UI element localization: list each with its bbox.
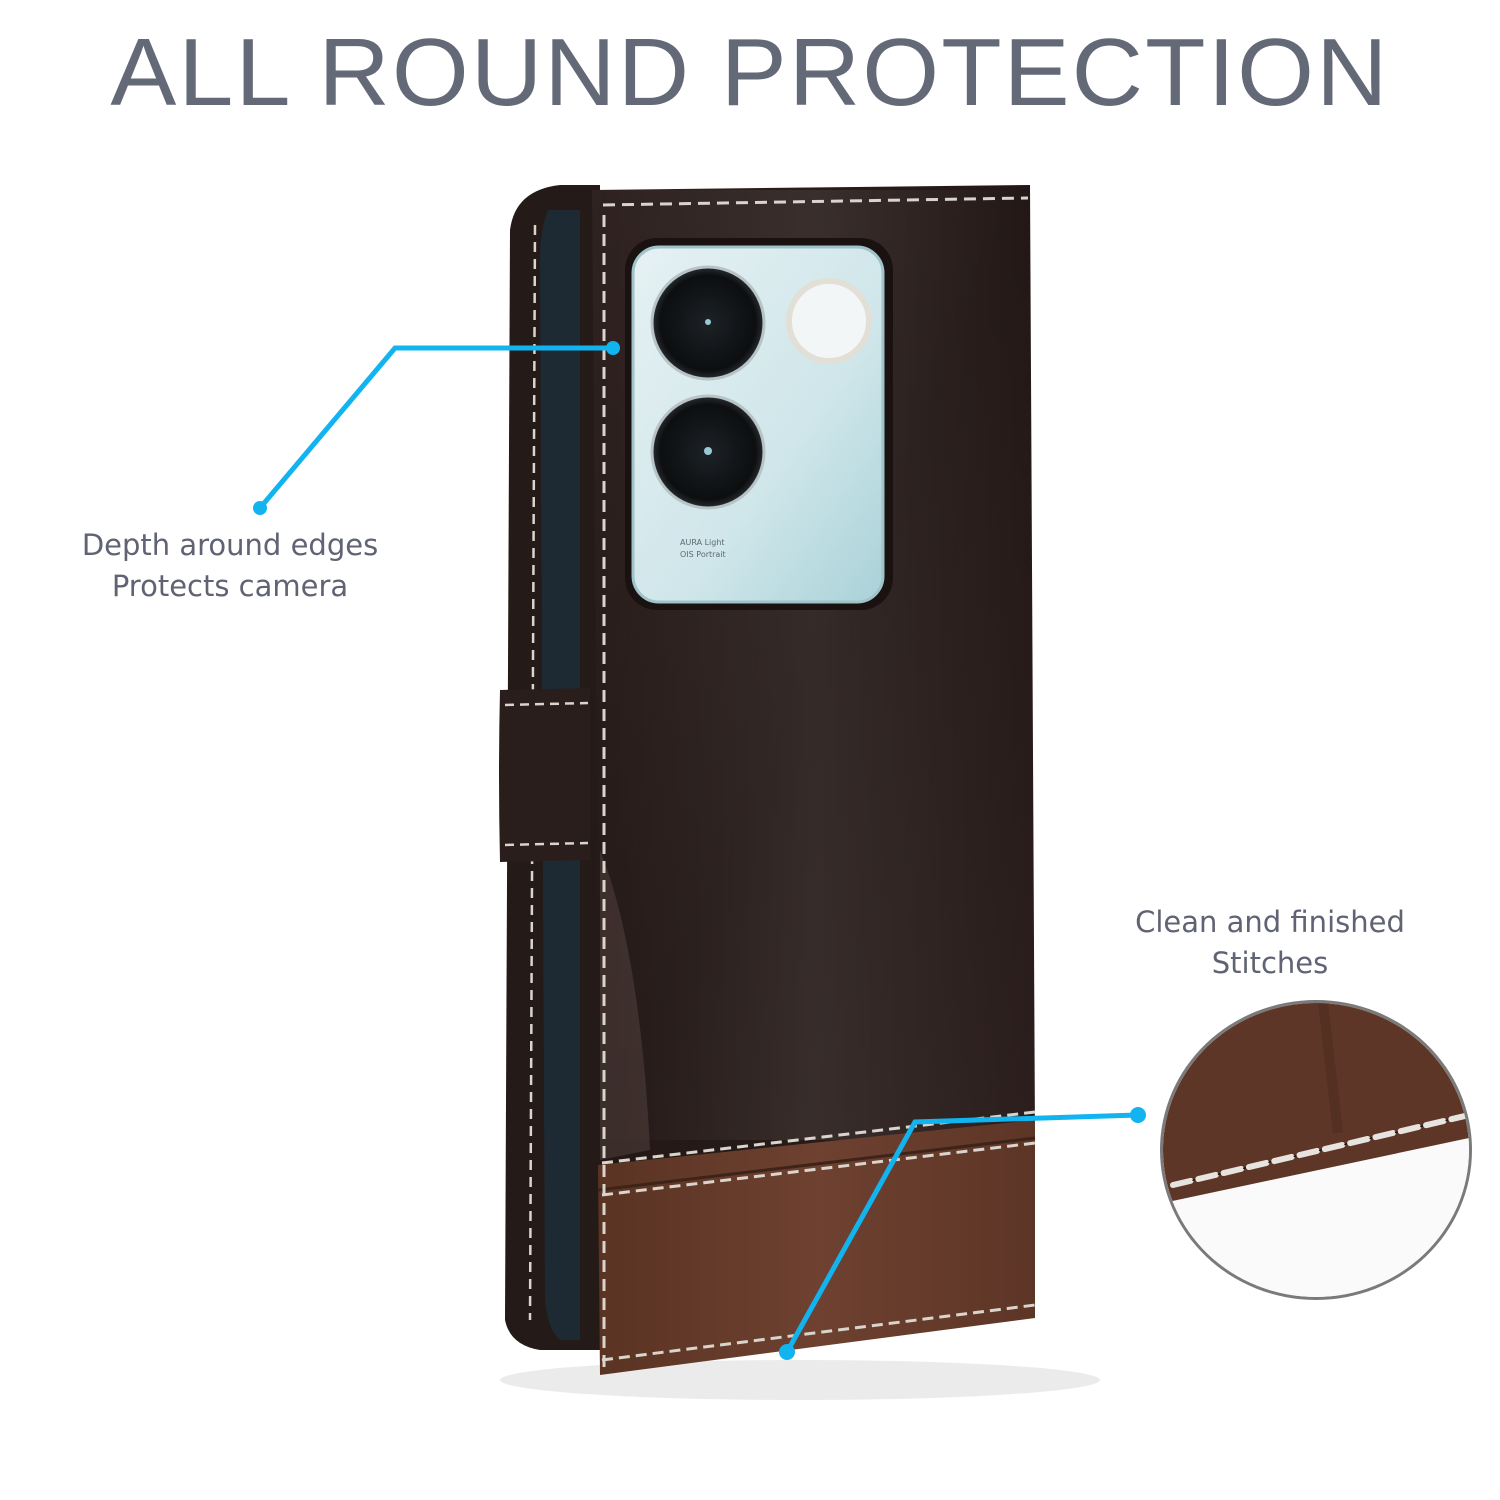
callout-edges-line-2: Protects camera <box>111 569 349 603</box>
callout-edges-label: Depth around edges Protects camera <box>40 525 420 607</box>
stitch-closeup-image <box>1163 1003 1469 1297</box>
callout-stitches-line-2: Stitches <box>1211 946 1329 980</box>
callout-stitches-label: Clean and finished Stitches <box>1100 902 1440 984</box>
camera-text-line-2: OIS Portrait <box>680 550 726 559</box>
callout-stitches-line-1: Clean and finished <box>1135 905 1405 939</box>
stitch-zoom-inset <box>1160 1000 1472 1300</box>
camera-text-line-1: AURA Light <box>680 538 725 547</box>
page-title: ALL ROUND PROTECTION <box>110 19 1390 126</box>
callout-edges-line-1: Depth around edges <box>81 528 379 562</box>
